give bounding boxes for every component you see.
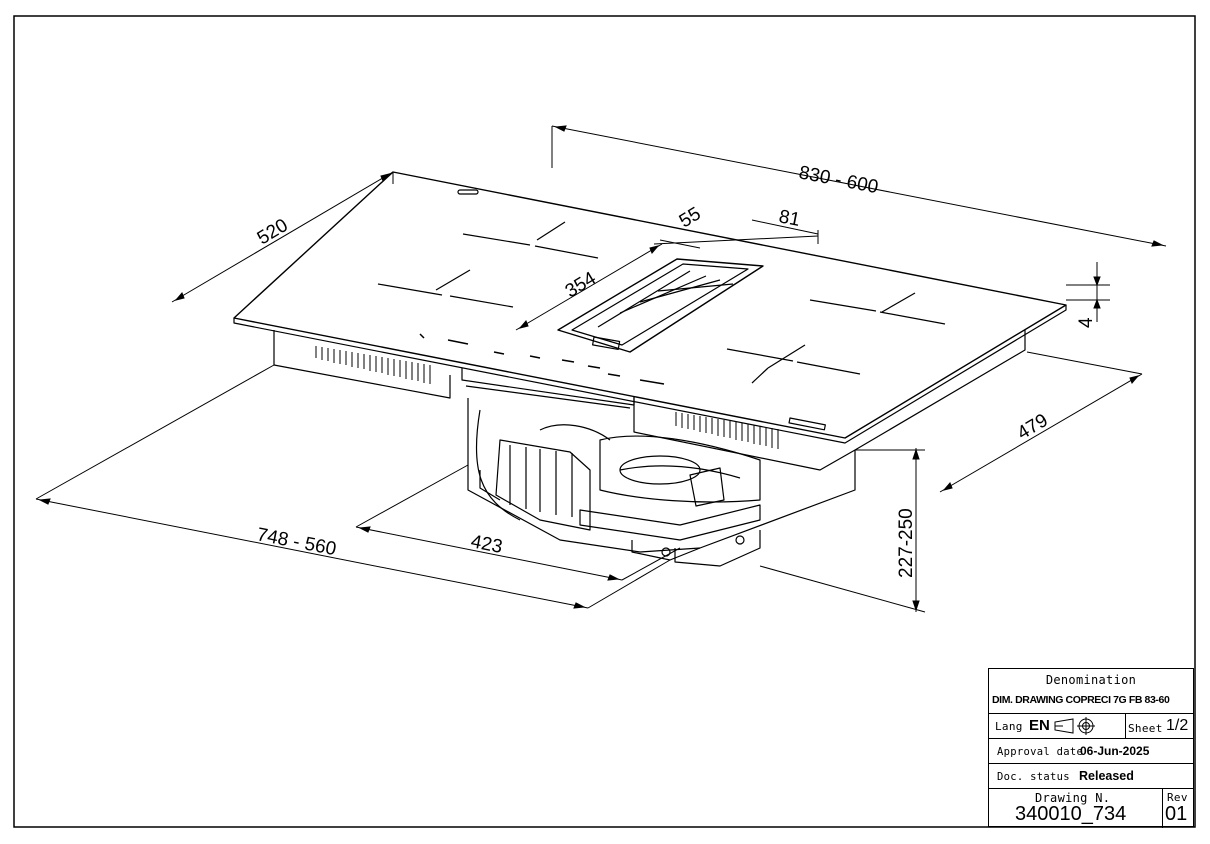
drawing-no-value: 340010_734: [1015, 803, 1127, 825]
sheet-label: Sheet: [1128, 722, 1163, 735]
lang-row: Lang EN Sheet 1/2: [989, 713, 1193, 738]
dimension-lines: [35, 125, 1167, 613]
approval-date: 06-Jun-2025: [1080, 744, 1150, 758]
projection-symbol-icon: [1054, 718, 1074, 734]
rev-value: 01: [1165, 803, 1188, 825]
drawing-number-row: Drawing N. 340010_734 Rev 01: [989, 788, 1193, 828]
status-label: Doc. status: [997, 771, 1070, 783]
dim-depth: 520: [254, 215, 292, 249]
dim-hood-width: 81: [777, 206, 802, 231]
approval-row: Approval date 06-Jun-2025: [989, 738, 1193, 763]
target-symbol-icon: [1077, 717, 1095, 735]
rev-label: Rev: [1167, 791, 1188, 804]
dim-cutout-width-range: 748 - 560: [255, 524, 338, 560]
lang-value: EN: [1029, 717, 1050, 734]
title-block: Denomination DIM. DRAWING COPRECI 7G FB …: [988, 668, 1194, 828]
dim-hood-offset: 55: [676, 203, 705, 232]
drawing-frame: [13, 15, 1196, 828]
denomination-value: DIM. DRAWING COPRECI 7G FB 83-60: [992, 694, 1170, 706]
status-value: Released: [1079, 769, 1134, 783]
status-row: Doc. status Released: [989, 763, 1193, 788]
sheet-value: 1/2: [1166, 717, 1189, 734]
dim-glass-thickness: 4: [1076, 317, 1097, 328]
dim-unit-width: 423: [469, 531, 504, 558]
dim-cutout-depth: 479: [1014, 410, 1052, 444]
denomination-label: Denomination: [1045, 673, 1137, 687]
lang-label: Lang: [995, 720, 1023, 733]
hob-illustration: [233, 171, 1067, 567]
approval-label: Approval date: [997, 746, 1084, 758]
drawing-no-label: Drawing N.: [1035, 791, 1111, 805]
dim-height-range: 227-250: [896, 508, 917, 578]
dim-width-range: 830 - 600: [797, 162, 880, 198]
